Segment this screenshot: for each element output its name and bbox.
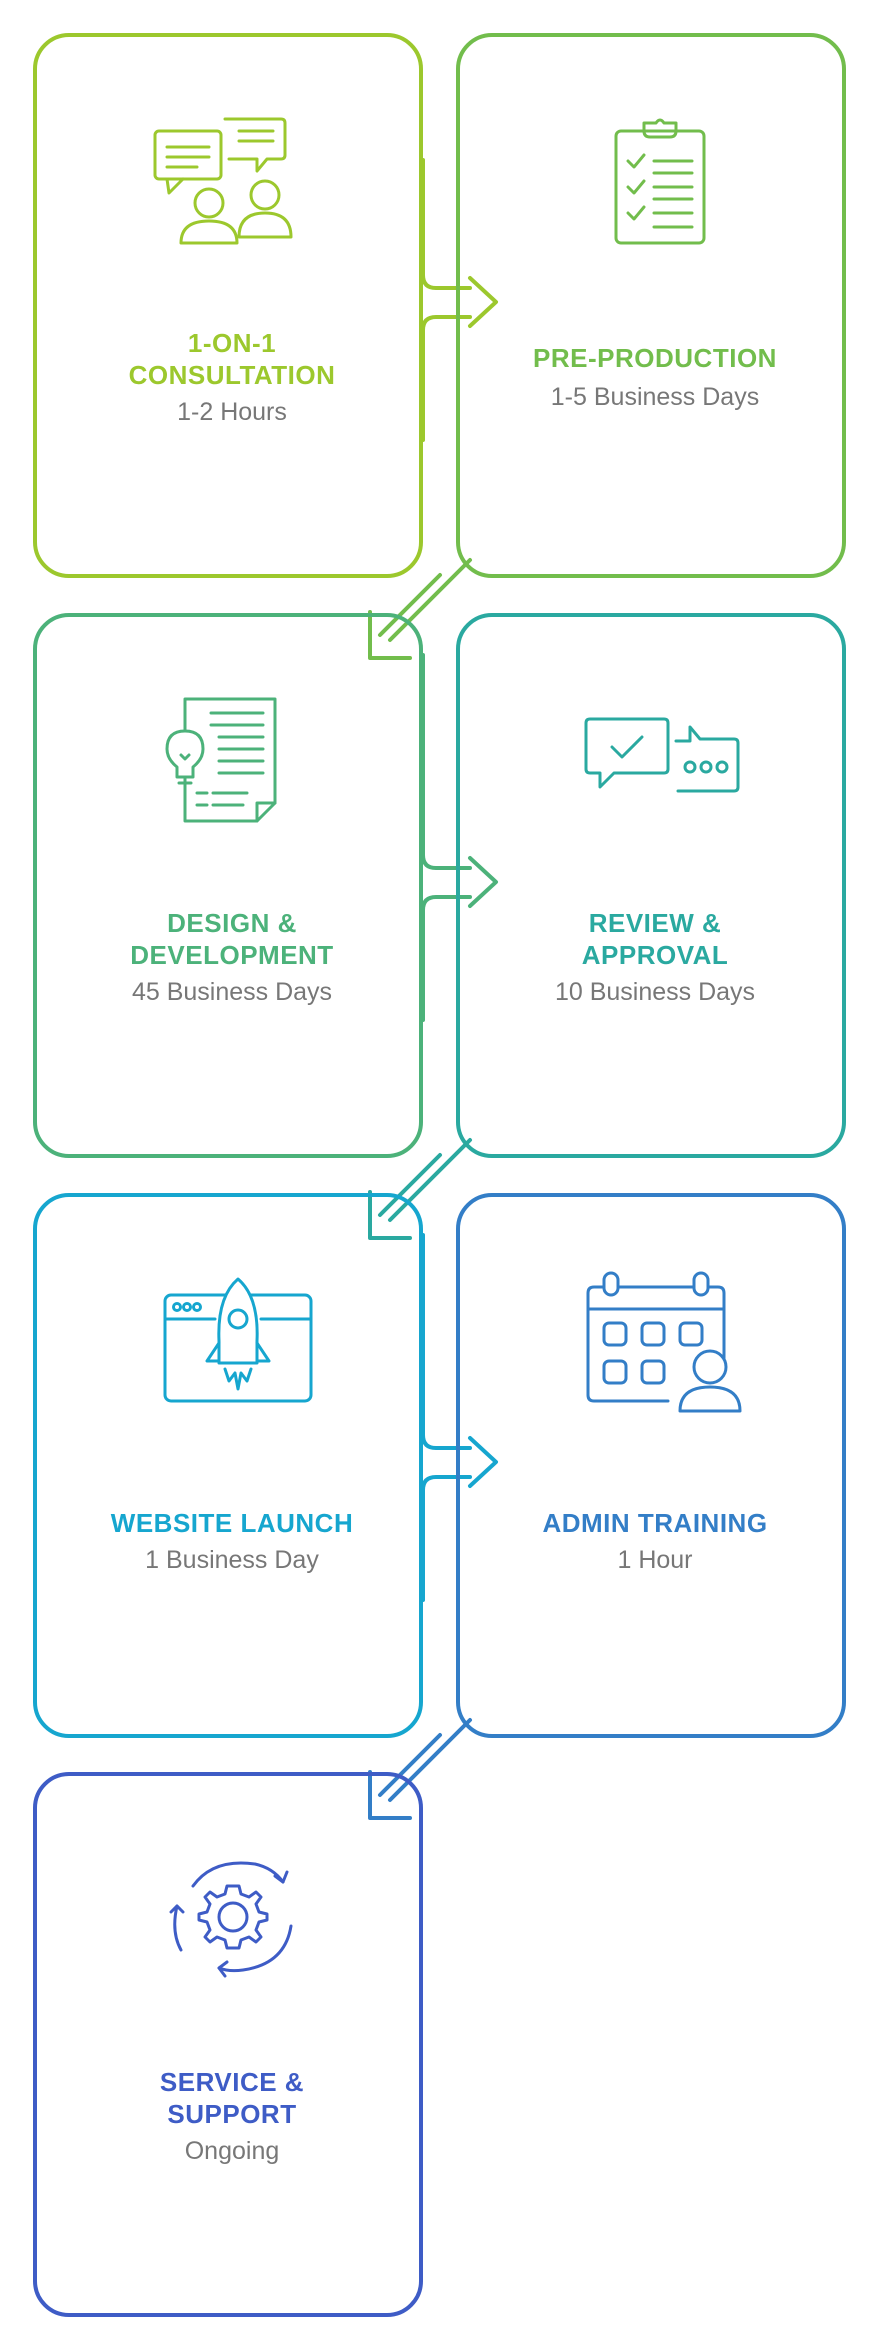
clipboard-checklist-icon [614, 118, 706, 245]
step-duration: 10 Business Days [554, 978, 756, 1006]
step-card-review-approval: REVIEW & APPROVAL 10 Business Days [456, 613, 846, 1158]
arrow-step1-to-step2 [421, 158, 498, 442]
step-title-line1: WEBSITE LAUNCH [110, 1508, 354, 1538]
step-title-line1: DESIGN & [167, 908, 297, 938]
step-title-line2: APPROVAL [581, 940, 729, 970]
step-title-line2: CONSULTATION [128, 360, 336, 390]
calendar-person-icon [586, 1271, 742, 1413]
consultation-chat-people-icon [153, 117, 293, 245]
step-card-service-support: SERVICE & SUPPORT Ongoing [33, 1772, 423, 2317]
step-card-consultation: 1-ON-1 CONSULTATION 1-2 Hours [33, 33, 423, 578]
step-title-line1: ADMIN TRAINING [542, 1508, 768, 1538]
step-card-design-development: DESIGN & DEVELOPMENT 45 Business Days [33, 613, 423, 1158]
review-chat-check-icon [584, 717, 740, 793]
step-card-website-launch: WEBSITE LAUNCH 1 Business Day [33, 1193, 423, 1738]
gear-cycle-icon [169, 1861, 293, 1978]
step-card-admin-training: ADMIN TRAINING 1 Hour [456, 1193, 846, 1738]
arrow-step3-to-step4 [421, 653, 498, 1022]
step-duration: 1 Business Day [145, 1546, 319, 1574]
document-lightbulb-icon [165, 697, 277, 823]
step-title-line1: SERVICE & [159, 2067, 305, 2097]
step-title-line1: PRE-PRODUCTION [533, 343, 777, 373]
step-title-line2: DEVELOPMENT [130, 940, 334, 970]
step-title-line1: REVIEW & [588, 908, 722, 938]
step-title-line2: SUPPORT [167, 2099, 297, 2129]
step-duration: 1-2 Hours [177, 398, 287, 426]
step-title-line1: 1-ON-1 [187, 328, 277, 358]
step-duration: 45 Business Days [131, 978, 333, 1006]
step-card-pre-production: PRE-PRODUCTION 1-5 Business Days [456, 33, 846, 578]
rocket-browser-icon [163, 1277, 313, 1403]
step-duration: 1-5 Business Days [550, 383, 760, 411]
arrow-step5-to-step6 [421, 1233, 498, 1602]
step-duration: Ongoing [184, 2137, 280, 2165]
step-duration: 1 Hour [617, 1546, 693, 1574]
